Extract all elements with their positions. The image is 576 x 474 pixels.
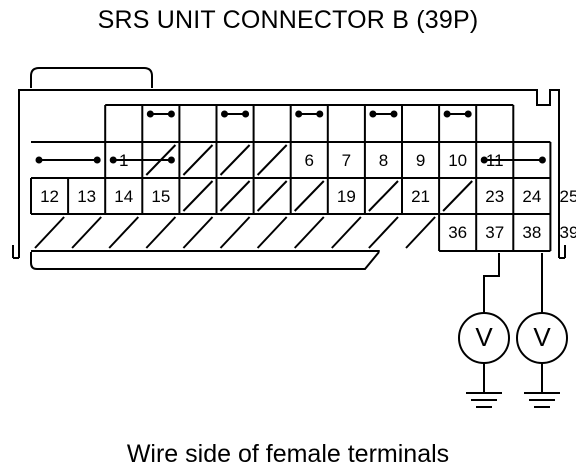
pin-label: 10 [448, 151, 467, 170]
pin-label: 21 [411, 187, 430, 206]
shorting-bar-dot [93, 156, 101, 164]
blank-cavity [34, 216, 65, 249]
pin-label: 8 [379, 151, 388, 170]
pin-label: 12 [40, 187, 59, 206]
pin-label: 9 [416, 151, 425, 170]
terminal-grid [30, 104, 552, 252]
shorting-bar-dot [538, 156, 546, 164]
shorting-bar-dot [480, 156, 488, 164]
pin-label: 25 [559, 187, 576, 206]
blank-cavity [256, 180, 288, 212]
voltmeter-circuit [458, 253, 568, 408]
diagram-caption: Wire side of female terminals [126, 440, 450, 468]
shorting-bar-dot [35, 156, 43, 164]
pin-label: 23 [485, 187, 504, 206]
blank-cavity [256, 144, 288, 176]
blank-cavity [368, 180, 399, 212]
blank-cavity [219, 216, 251, 249]
pin-label: 38 [522, 223, 541, 242]
pin-label: 15 [151, 187, 170, 206]
shorting-bar-dot [390, 110, 398, 118]
pin-label: 14 [114, 187, 133, 206]
blank-cavity [182, 216, 214, 249]
pin-label: 24 [522, 187, 541, 206]
pin-label: 19 [337, 187, 356, 206]
blank-cavity [219, 144, 251, 176]
blank-cavity [256, 216, 288, 249]
shorting-bar-dot [221, 110, 228, 118]
shorting-bar-dot [443, 110, 451, 118]
shorting-bar-dot [167, 156, 175, 164]
blank-cavity [293, 180, 325, 212]
blank-cavity [182, 180, 214, 212]
blank-cavity [405, 216, 436, 249]
blank-cavity [71, 216, 102, 249]
pin-label: 13 [77, 187, 96, 206]
blank-cavity [368, 216, 399, 249]
voltmeter-symbol: V [533, 322, 551, 352]
pin-label: 6 [305, 151, 314, 170]
shorting-bar-dot [369, 110, 377, 118]
pin-label: 11 [486, 151, 504, 170]
pin-label: 37 [485, 223, 504, 242]
pin-label: 39 [559, 223, 576, 242]
shorting-bar-dot [464, 110, 472, 118]
voltmeter-symbol: V [475, 322, 493, 352]
shorting-bar-dot [167, 110, 175, 118]
pin-label: 7 [342, 151, 351, 170]
connector-bottom-skirt [30, 251, 380, 270]
blank-cavity [108, 216, 140, 249]
connector-latch [30, 67, 153, 88]
pin-label: 1 [119, 151, 128, 170]
blank-cavity [331, 216, 362, 249]
blank-cavity [182, 144, 214, 176]
blank-cavity [145, 216, 177, 249]
shorting-bar-dot [242, 110, 250, 118]
blank-cavity [442, 180, 473, 212]
terminal-labels: 1 6 7 8 9 10 11 12 13 14 15 19 21 23 24 25 36 37 38 39 [40, 151, 576, 242]
shorting-bar-dot [295, 110, 303, 118]
shorting-bar-dot [109, 156, 117, 164]
blank-cavity [293, 216, 325, 249]
shorting-bar-dot [316, 110, 324, 118]
shorting-bar-dot [146, 110, 154, 118]
diagram-title: SRS UNIT CONNECTOR B (39P) [97, 6, 479, 34]
pin-label: 36 [448, 223, 467, 242]
blank-cavity [219, 180, 251, 212]
connector-housing [18, 89, 560, 258]
